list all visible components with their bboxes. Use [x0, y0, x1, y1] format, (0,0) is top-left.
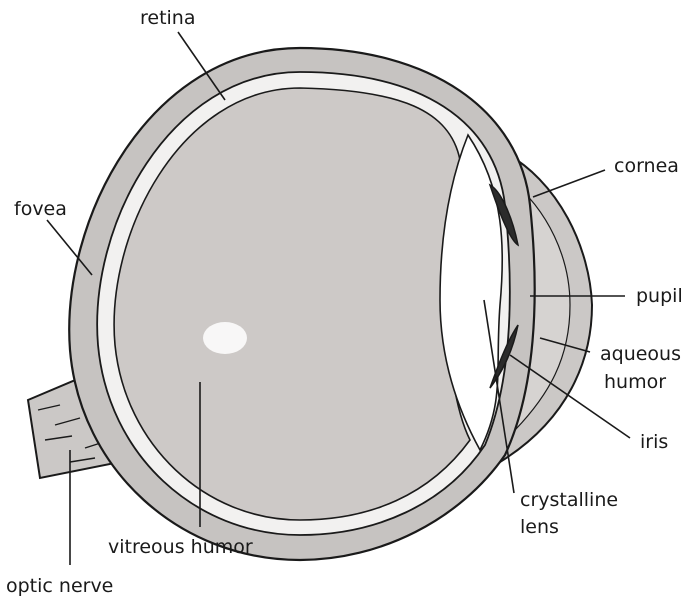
- crystalline-lens-label-line2: lens: [520, 516, 559, 538]
- iris-label: iris: [640, 431, 668, 453]
- cornea-label: cornea: [614, 155, 679, 177]
- pupil-label: pupil: [636, 285, 683, 307]
- aqueous-humor-label-line1: aqueous: [600, 343, 681, 365]
- crystalline-lens-label-line1: crystalline: [520, 489, 618, 511]
- optic-nerve-label: optic nerve: [6, 575, 113, 597]
- retina-label: retina: [140, 7, 196, 29]
- aqueous-humor-label-line2: humor: [604, 371, 666, 393]
- vitreous-highlight: [203, 322, 247, 354]
- fovea-label: fovea: [14, 198, 67, 220]
- vitreous-humor-label: vitreous humor: [108, 536, 253, 558]
